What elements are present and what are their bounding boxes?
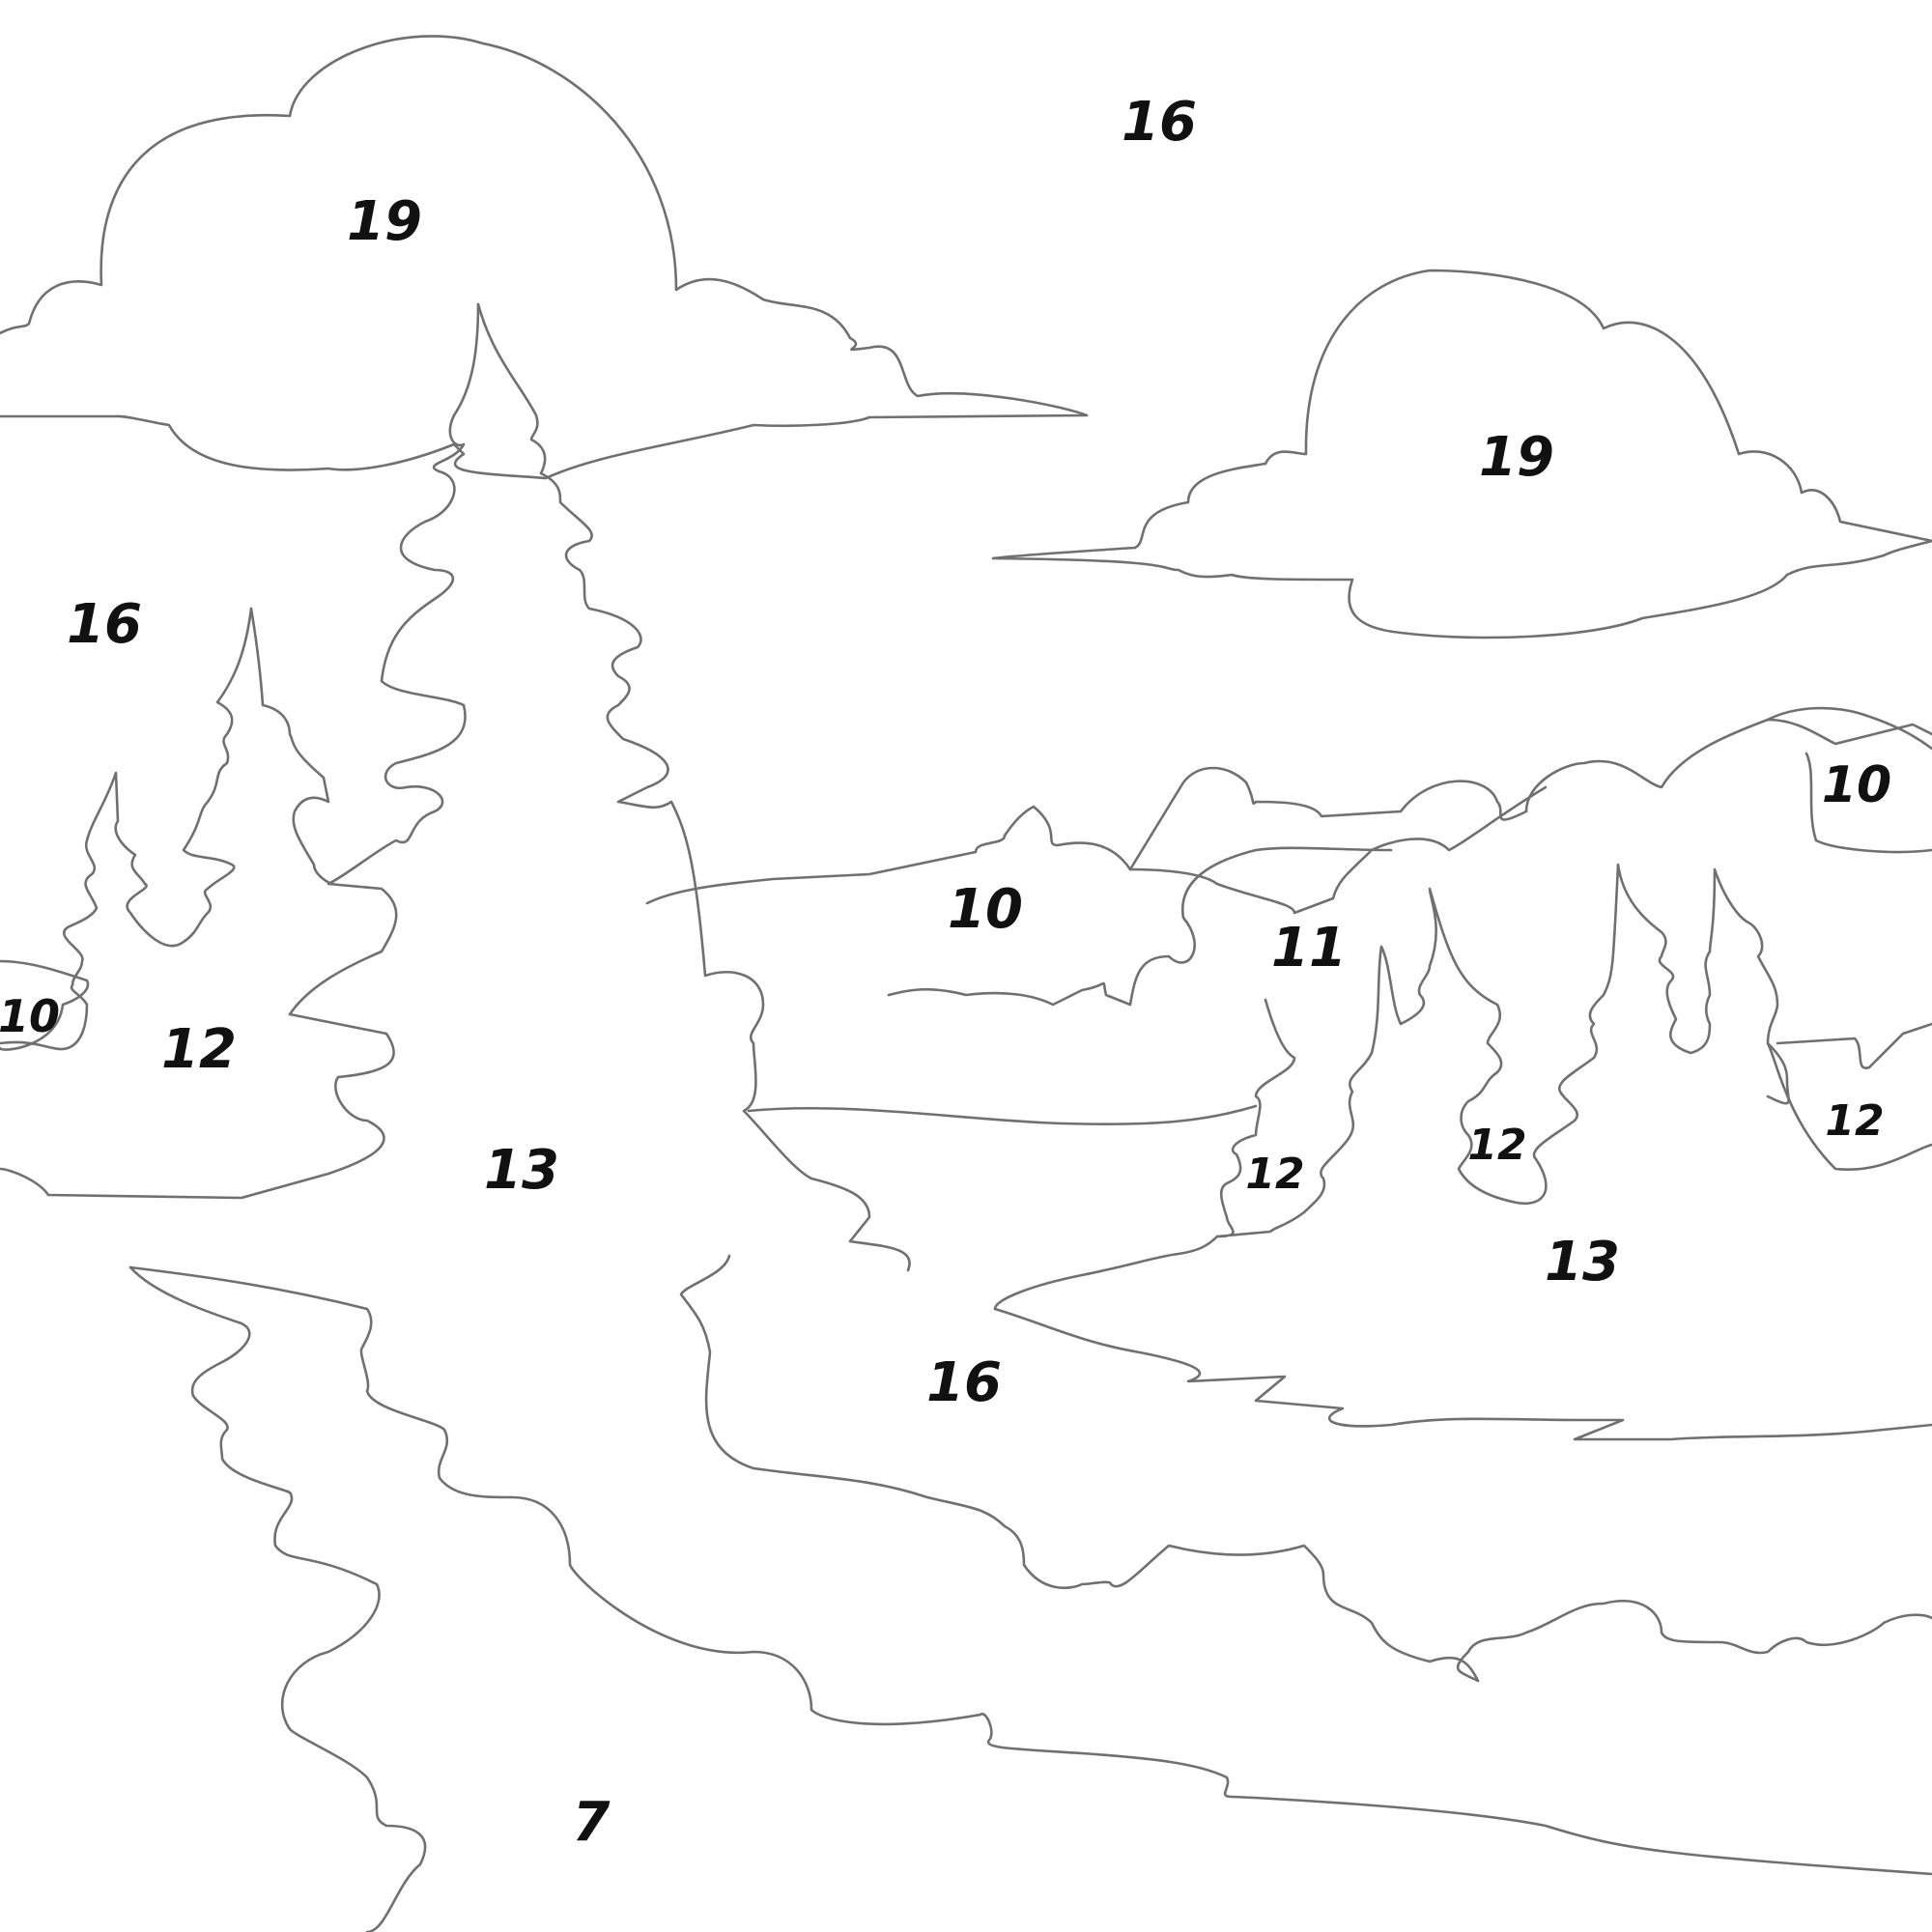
- label-trees-right-b: 12: [1467, 1121, 1526, 1170]
- label-water: 16: [926, 1351, 1002, 1414]
- label-trees-right-c: 12: [1825, 1096, 1884, 1146]
- big-tree-outline: [0, 302, 480, 1200]
- ground-path-right-edge: [128, 1265, 427, 1932]
- water-right-shore: [993, 1307, 1932, 1441]
- label-sky-left: 16: [67, 593, 142, 656]
- right-trees-outline: [1215, 863, 1790, 1238]
- label-trees-right-a: 12: [1245, 1150, 1304, 1199]
- label-bush: 11: [1271, 917, 1347, 980]
- cloud-right-outline: [991, 269, 1932, 639]
- label-cloud-left: 19: [347, 190, 422, 253]
- hill-mid-outline: [645, 718, 1932, 905]
- label-trees-left: 12: [161, 1018, 237, 1081]
- left-tree-2-outline: [249, 607, 335, 886]
- lake-far-shore: [747, 1104, 1258, 1126]
- big-tree-right-edge: [476, 302, 911, 1272]
- hill-right-outline: [1766, 706, 1932, 854]
- ground-left-path: [128, 1265, 1932, 1876]
- label-meadow-right: 13: [1545, 1231, 1620, 1293]
- water-left-shore: [993, 1235, 1219, 1311]
- right-trees-shore: [1766, 1022, 1932, 1171]
- label-ground: 7: [573, 1791, 611, 1854]
- left-hill-10-outline: [0, 959, 90, 1051]
- water-outline: [679, 1254, 1932, 1683]
- cloud-left-outline: [0, 35, 1089, 480]
- label-hill-left: 10: [0, 990, 60, 1042]
- label-sky-top: 16: [1122, 91, 1197, 154]
- label-cloud-right: 19: [1479, 426, 1554, 489]
- bush-outline: [887, 785, 1548, 1007]
- label-hill-right: 10: [1822, 756, 1891, 814]
- left-trees-outline: [0, 607, 253, 1051]
- label-hill-mid: 10: [948, 878, 1023, 941]
- label-big-tree: 13: [484, 1139, 559, 1202]
